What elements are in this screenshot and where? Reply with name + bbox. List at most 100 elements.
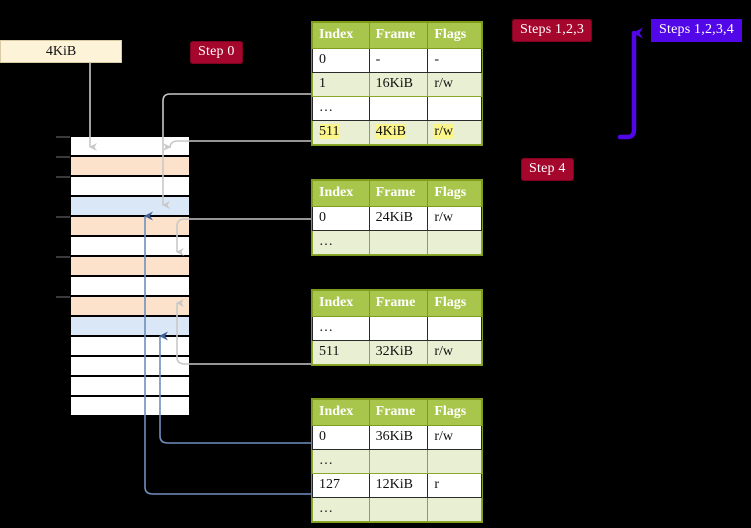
connector-table3-row511 [176,299,311,365]
table-cell-flags [427,449,482,474]
table-cell-flags: r/w [427,72,482,97]
memory-frame [70,236,190,256]
badge-steps-1234-label: Steps 1,2,3,4 [659,22,734,37]
column-header-flags: Flags [427,399,482,426]
size-label-4kib: 4KiB [0,40,122,63]
badge-step-4-label: Step 4 [529,161,566,176]
memory-frame-tick [56,176,70,178]
table-cell-frame [368,96,429,121]
table-cell-frame [368,316,429,341]
table-cell-frame [368,449,429,474]
memory-frame [70,196,190,216]
table-cell-flags [427,96,482,121]
table-cell-flags: r/w [427,425,482,450]
table-row: … [312,230,482,255]
column-header-index: Index [312,290,370,317]
badge-step-4: Step 4 [521,158,574,181]
table-cell-frame: 12KiB [368,473,429,498]
table-cell-frame: 32KiB [368,340,429,365]
table-cell-flags: - [427,48,482,73]
column-header-frame: Frame [368,22,429,49]
memory-frame [70,256,190,276]
badge-step-0: Step 0 [190,41,243,64]
memory-frame [70,276,190,296]
table-cell-frame: 16KiB [368,72,429,97]
badge-steps-1234: Steps 1,2,3,4 [651,19,742,42]
table-cell-frame [368,230,429,255]
table-row: … [312,316,482,341]
table-cell-frame: 4KiB [368,120,429,145]
column-header-flags: Flags [427,22,482,49]
memory-frame [70,176,190,196]
table-cell-index: 0 [312,425,370,450]
column-header-index: Index [312,22,370,49]
badge-steps-123-label: Steps 1,2,3 [520,22,585,37]
table-cell-index: … [312,230,370,255]
table-cell-flags [427,316,482,341]
table-cell-index: … [312,96,370,121]
column-header-frame: Frame [368,290,429,317]
column-header-index: Index [312,180,370,207]
table-row: … [312,449,482,474]
memory-frame-tick [56,156,70,158]
memory-frame [70,336,190,356]
table-cell-index: 1 [312,72,370,97]
memory-frame [70,396,190,416]
table-cell-index: 0 [312,48,370,73]
memory-frame-tick [56,136,70,138]
table-cell-flags: r [427,473,482,498]
memory-frame-tick [56,296,70,298]
table-cell-index: 0 [312,206,370,231]
table-cell-frame: 24KiB [368,206,429,231]
table-cell-flags: r/w [427,340,482,365]
memory-frame-tick [56,256,70,258]
column-header-index: Index [312,399,370,426]
memory-frame [70,136,190,156]
connector-table2-row0 [176,218,311,256]
physical-memory-column [56,136,190,416]
table-cell-frame: - [368,48,429,73]
table-cell-frame [368,497,429,522]
table-cell-flags: r/w [427,206,482,231]
table-cell-index: … [312,497,370,522]
table-cell-frame: 36KiB [368,425,429,450]
column-header-flags: Flags [427,180,482,207]
table-cell-flags [427,497,482,522]
memory-frame [70,216,190,236]
table-cell-flags: r/w [427,120,482,145]
table-row: 0-- [312,48,482,73]
memory-frame [70,316,190,336]
table-cell-index: 511 [312,120,370,145]
table-cell-flags [427,230,482,255]
table-cell-index: … [312,316,370,341]
table-cell-index: … [312,449,370,474]
memory-frame [70,156,190,176]
column-header-frame: Frame [368,180,429,207]
bracket-steps-1234 [617,27,643,140]
memory-frame [70,356,190,376]
memory-frame-tick [56,216,70,218]
column-header-frame: Frame [368,399,429,426]
column-header-flags: Flags [427,290,482,317]
table-cell-index: 127 [312,473,370,498]
size-label-text: 4KiB [45,43,77,59]
memory-frame [70,376,190,396]
badge-steps-123: Steps 1,2,3 [512,19,593,42]
connector-table1-row511 [163,140,311,151]
table-cell-index: 511 [312,340,370,365]
